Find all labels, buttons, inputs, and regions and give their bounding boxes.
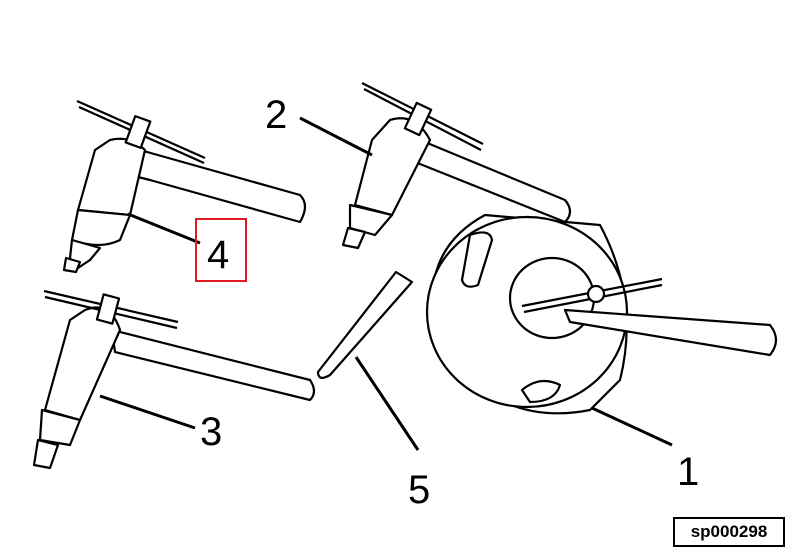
callout-5: 5 <box>408 468 431 512</box>
reference-code: sp000298 <box>690 522 768 541</box>
reference-code-box: sp000298 <box>673 517 785 547</box>
highlight-box <box>195 218 247 282</box>
callout-2: 2 <box>265 93 288 137</box>
tool-4-drawing <box>62 99 307 274</box>
callout-1: 1 <box>677 450 700 494</box>
tool-1-drawing <box>425 213 778 447</box>
callout-4: 4 <box>207 233 230 277</box>
tool-5-drawing <box>316 270 420 451</box>
tool-2-drawing <box>299 82 572 250</box>
callout-3: 3 <box>200 410 223 454</box>
tool-3-drawing <box>32 289 316 470</box>
